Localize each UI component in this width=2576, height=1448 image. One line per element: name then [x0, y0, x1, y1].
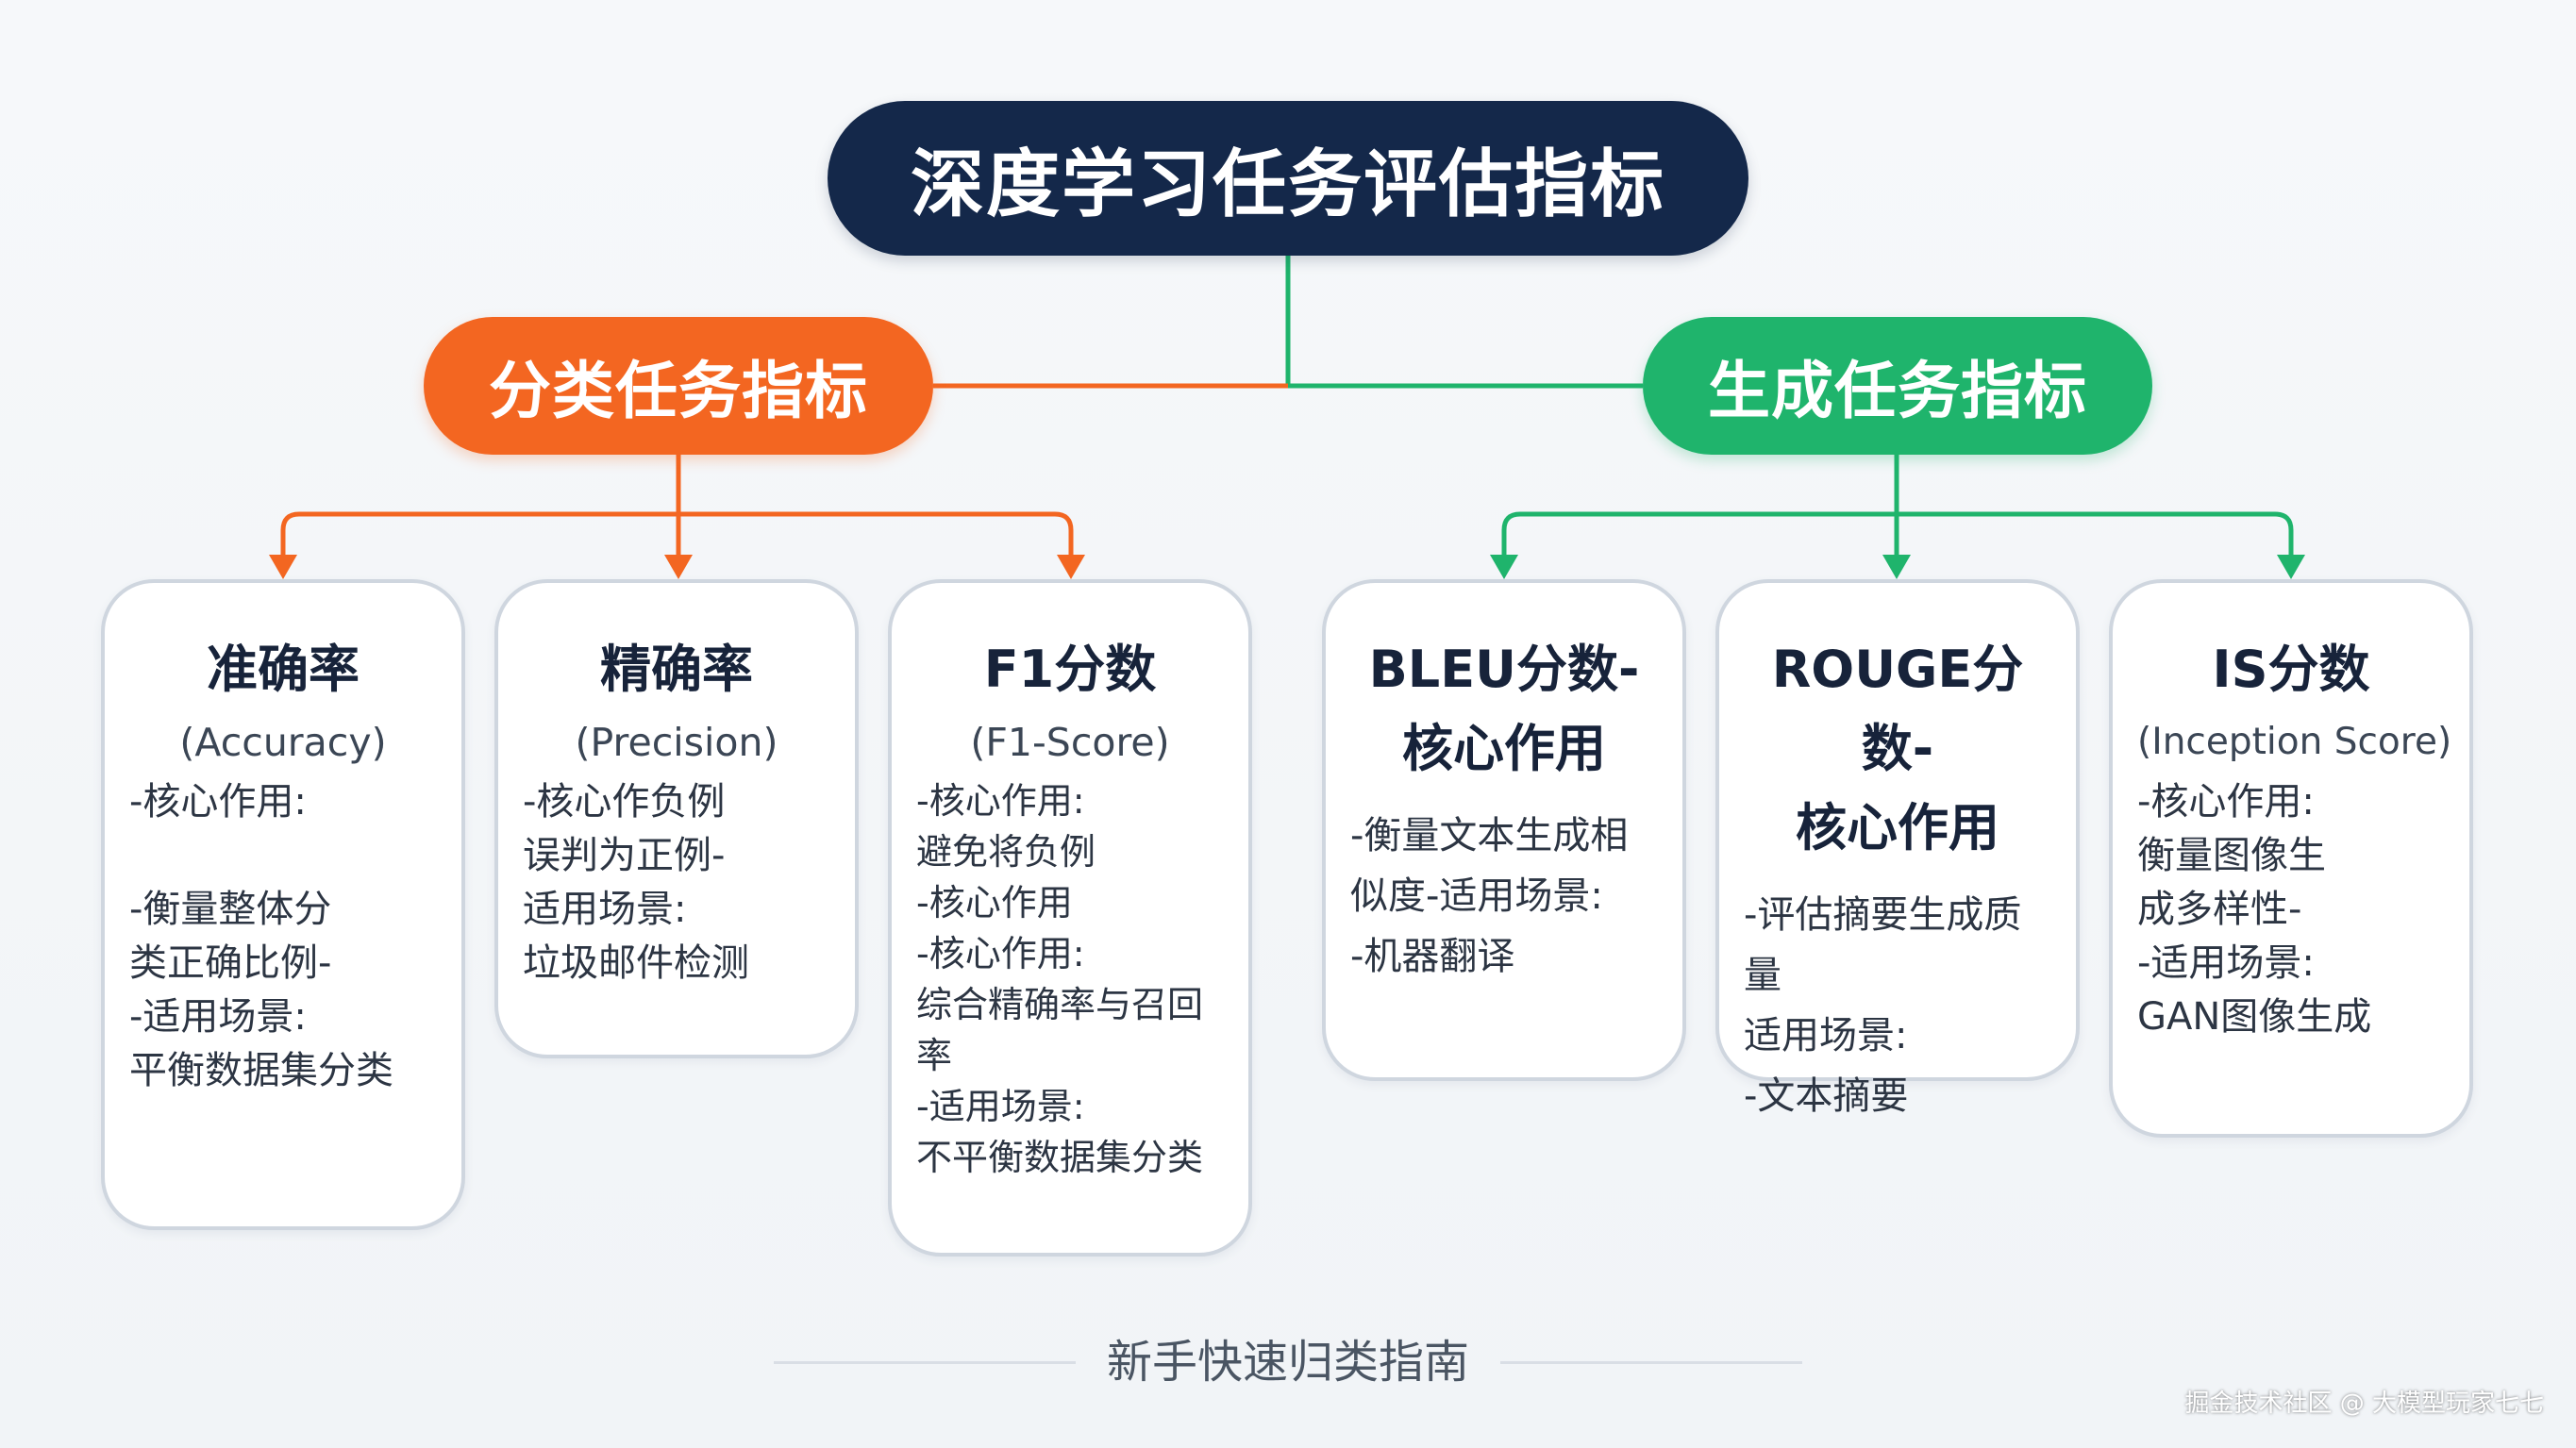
card-subtitle: (F1-Score) — [970, 720, 1170, 765]
category-classification: 分类任务指标 — [424, 317, 933, 455]
category-generation: 生成任务指标 — [1643, 317, 2152, 455]
card-is: IS分数 (Inception Score) -核心作用: 衡量图像生 成多样性… — [2109, 579, 2473, 1138]
card-subtitle: (Accuracy) — [179, 720, 387, 765]
card-title: 精确率 — [600, 640, 753, 699]
footer-divider-right — [1500, 1361, 1802, 1364]
card-precision: 精确率 (Precision) -核心作负例 误判为正例- 适用场景: 垃圾邮件… — [494, 579, 859, 1058]
footer-caption: 新手快速归类指南 — [1106, 1336, 1469, 1389]
card-rouge: ROUGE分数- 核心作用 -评估摘要生成质量 适用场景: -文本摘要 — [1715, 579, 2080, 1118]
arrow-is — [2277, 555, 2305, 579]
card-body: -核心作用: 避免将负例 -核心作用 -核心作用: 综合精确率与召回率 -适用场… — [916, 780, 1204, 1178]
card-body: -衡量文本生成相 似度-适用场景: -机器翻译 — [1350, 814, 1629, 978]
card-body: -核心作用: -衡量整体分 类正确比例- -适用场景: 平衡数据集分类 — [129, 780, 393, 1092]
card-title: BLEU分数- 核心作用 — [1368, 640, 1640, 778]
footer-divider-left — [774, 1361, 1076, 1364]
card-body: -核心作用: 衡量图像生 成多样性- -适用场景: GAN图像生成 — [2137, 780, 2372, 1039]
classification-branch — [269, 455, 1085, 579]
card-subtitle: (Inception Score) — [2137, 721, 2452, 763]
arrow-bleu — [1490, 555, 1518, 579]
arrow-rouge — [1882, 555, 1911, 579]
card-bleu: BLEU分数- 核心作用 -衡量文本生成相 似度-适用场景: -机器翻译 — [1322, 579, 1686, 1081]
card-title: IS分数 — [2212, 640, 2370, 699]
arrow-f1 — [1057, 555, 1085, 579]
card-title: 准确率 — [207, 640, 360, 699]
arrow-precision — [664, 555, 693, 579]
card-title: ROUGE分数- 核心作用 — [1771, 640, 2024, 857]
arrow-accuracy — [269, 555, 297, 579]
card-accuracy: 准确率 (Accuracy) -核心作用: -衡量整体分 类正确比例- -适用场… — [101, 579, 465, 1230]
card-body: -核心作负例 误判为正例- 适用场景: 垃圾邮件检测 — [523, 780, 749, 985]
card-subtitle: (Precision) — [575, 720, 778, 765]
generation-branch — [1490, 455, 2305, 579]
root-title: 深度学习任务评估指标 — [828, 101, 1748, 256]
card-body: -评估摘要生成质量 适用场景: -文本摘要 — [1744, 893, 2022, 1118]
card-title: F1分数 — [983, 640, 1157, 699]
watermark: 掘金技术社区 @ 大模型玩家七七 — [2184, 1390, 2544, 1418]
card-f1: F1分数 (F1-Score) -核心作用: 避免将负例 -核心作用 -核心作用… — [888, 579, 1252, 1257]
root-branch-lines — [933, 256, 1643, 389]
